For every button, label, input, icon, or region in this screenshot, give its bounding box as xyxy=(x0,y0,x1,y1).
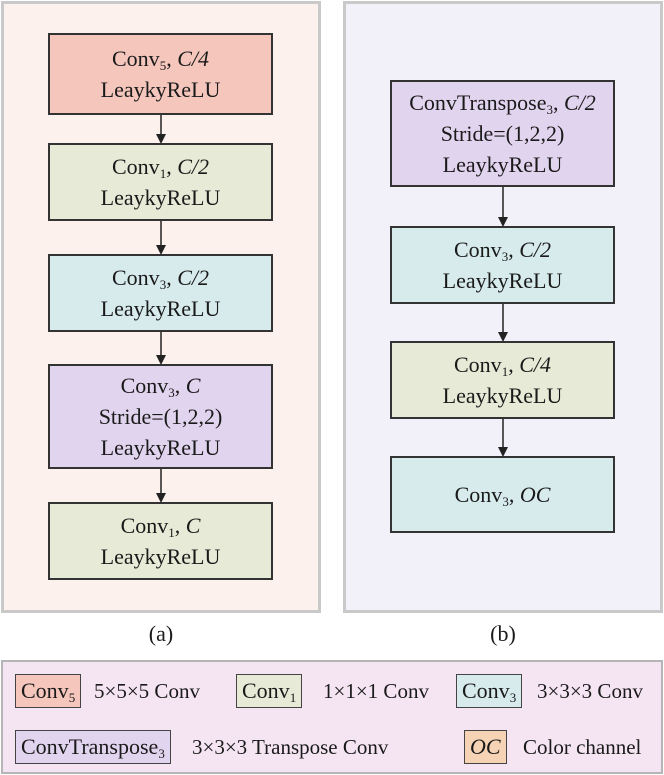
legend-desc-conv5: 5×5×5 Conv xyxy=(94,679,200,703)
legend-swatch-conv3: Conv3 xyxy=(456,674,523,708)
legend-swatch-conv1: Conv1 xyxy=(236,674,303,708)
legend: Conv5 5×5×5 Conv Conv1 1×1×1 Conv Conv3 … xyxy=(1,660,663,774)
block-a-conv5: Conv5, C/4 LeaykyReLU xyxy=(48,33,273,115)
block-a-conv1-final: Conv1, C LeaykyReLU xyxy=(48,502,273,580)
block-b-conv3-output: Conv3, OC xyxy=(390,456,615,533)
block-b2-activation: LeaykyReLU xyxy=(442,383,563,408)
block-a-conv1: Conv1, C/2 LeaykyReLU xyxy=(48,143,273,221)
block-b0-activation: LeaykyReLU xyxy=(442,152,563,177)
block-a0-title: Conv5, C/4 xyxy=(112,46,209,73)
block-a2-activation: LeaykyReLU xyxy=(100,296,221,321)
block-a4-title: Conv1, C xyxy=(120,513,201,540)
legend-desc-oc: Color channel xyxy=(523,735,642,759)
legend-desc-conv1: 1×1×1 Conv xyxy=(323,679,429,703)
block-a3-activation: LeaykyReLU xyxy=(100,435,221,460)
legend-swatch-conv5: Conv5 xyxy=(15,674,82,708)
block-b3-title: Conv3, OC xyxy=(454,482,551,509)
block-a1-activation: LeaykyReLU xyxy=(100,185,221,210)
block-b-convtranspose3: ConvTranspose3, C/2 Stride=(1,2,2) Leayk… xyxy=(390,80,615,187)
legend-desc-convtranspose3: 3×3×3 Transpose Conv xyxy=(192,735,389,759)
block-b1-activation: LeaykyReLU xyxy=(442,268,563,293)
block-b1-title: Conv3, C/2 xyxy=(454,237,551,264)
legend-swatch-oc: OC xyxy=(464,730,507,764)
block-b0-stride: Stride=(1,2,2) xyxy=(440,121,565,146)
block-a0-activation: LeaykyReLU xyxy=(100,77,221,102)
block-a3-title: Conv3, C xyxy=(120,373,201,400)
caption-b: (b) xyxy=(490,621,516,646)
block-b-conv1: Conv1, C/4 LeaykyReLU xyxy=(390,341,615,419)
block-a-conv3: Conv3, C/2 LeaykyReLU xyxy=(48,254,273,332)
legend-desc-conv3: 3×3×3 Conv xyxy=(537,679,643,703)
block-a4-activation: LeaykyReLU xyxy=(100,544,221,569)
block-b2-title: Conv1, C/4 xyxy=(454,352,551,379)
block-b-conv3: Conv3, C/2 LeaykyReLU xyxy=(390,226,615,304)
block-a1-title: Conv1, C/2 xyxy=(112,154,209,181)
block-a3-stride: Stride=(1,2,2) xyxy=(98,404,223,429)
caption-a: (a) xyxy=(148,621,174,646)
legend-swatch-convtranspose3: ConvTranspose3 xyxy=(15,730,171,764)
block-a-conv3-stride: Conv3, C Stride=(1,2,2) LeaykyReLU xyxy=(48,364,273,469)
block-a2-title: Conv3, C/2 xyxy=(112,265,209,292)
block-b0-title: ConvTranspose3, C/2 xyxy=(409,90,596,117)
